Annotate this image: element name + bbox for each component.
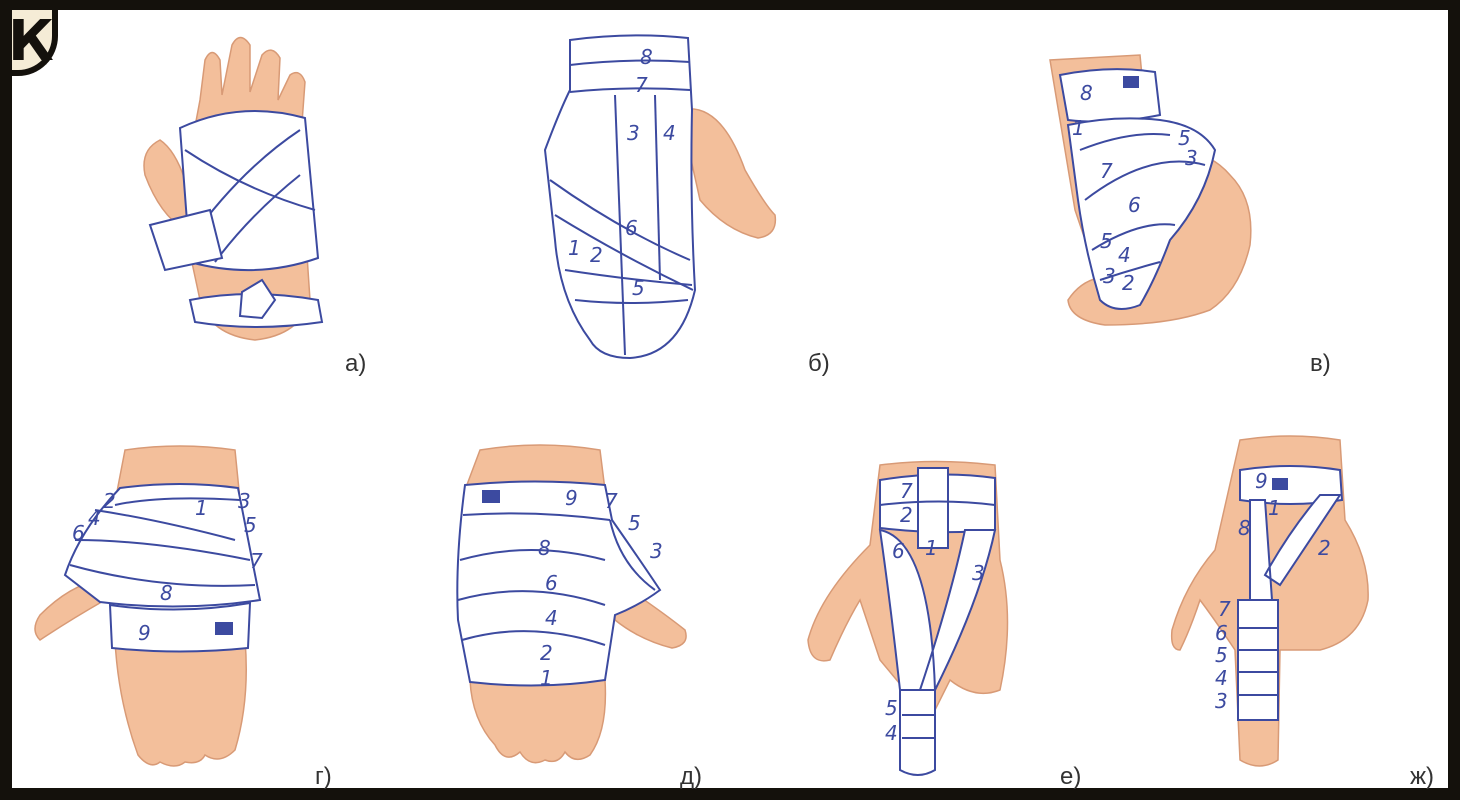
panel-b-num-5: 6 [625, 216, 638, 240]
panel-d-num-4: 3 [650, 539, 663, 563]
panel-g-fingers [115, 640, 246, 766]
panel-d-num-1: 9 [565, 486, 578, 510]
panel-zh-caption: ж) [1410, 763, 1434, 790]
panel-zh-num-6: 6 [1215, 621, 1228, 645]
panel-e-num-4: 1 [925, 536, 938, 560]
panel-g-num-3: 6 [72, 521, 85, 545]
panel-v-num-3: 7 [1100, 159, 1113, 183]
panel-zh-num-3: 8 [1238, 516, 1251, 540]
panel-zh-num-1: 9 [1255, 469, 1268, 493]
panel-b-bandage [545, 35, 695, 358]
panel-b-num-1: 8 [640, 45, 653, 69]
panel-d-num-9: 1 [540, 666, 553, 690]
panel-v-num-8: 4 [1118, 243, 1131, 267]
panel-d-num-7: 4 [545, 606, 558, 630]
panel-v-num-10: 2 [1122, 271, 1135, 295]
panel-e-num-6: 5 [885, 696, 898, 720]
panel-v-caption: в) [1310, 350, 1331, 377]
panel-zh-num-5: 7 [1218, 597, 1231, 621]
panel-e-caption: е) [1060, 763, 1081, 790]
panel-g-num-7: 7 [250, 549, 263, 573]
panel-v-num-9: 3 [1103, 264, 1116, 288]
panel-zh-bandage-finger [1238, 600, 1278, 720]
panel-g-num-5: 3 [238, 489, 251, 513]
panel-d-num-6: 6 [545, 571, 558, 595]
panel-g-caption: г) [315, 763, 332, 790]
panel-b-num-7: 2 [590, 243, 603, 267]
panel-v-num-6: 6 [1128, 193, 1141, 217]
panel-b-caption: б) [808, 350, 830, 377]
panel-d-caption: д) [680, 763, 702, 790]
panel-a-caption: а) [345, 350, 366, 377]
panel-zh-num-2: 1 [1268, 496, 1281, 520]
panel-g-num-6: 5 [244, 513, 257, 537]
panel-d-num-5: 8 [538, 536, 551, 560]
panel-d-clip [482, 490, 500, 503]
panel-v-clip [1123, 76, 1139, 88]
panel-zh: 9 1 8 2 7 6 5 4 3 ж) [1172, 436, 1434, 790]
panel-g-clip [215, 622, 233, 635]
panel-v-num-7: 5 [1100, 229, 1113, 253]
panel-g-num-9: 9 [138, 621, 151, 645]
panel-g-num-1: 2 [103, 489, 116, 513]
panel-d-fingers [470, 680, 605, 763]
panel-d-num-8: 2 [540, 641, 553, 665]
panel-b-num-2: 7 [635, 73, 648, 97]
panel-b-num-8: 5 [632, 276, 645, 300]
panel-zh-num-9: 3 [1215, 689, 1228, 713]
panel-e-num-5: 3 [972, 561, 985, 585]
panel-b-num-6: 1 [568, 236, 581, 260]
panel-v: 8 1 7 5 3 6 5 4 3 2 в) [1050, 55, 1331, 377]
panel-g-num-8: 8 [160, 581, 173, 605]
panel-zh-num-8: 4 [1215, 666, 1228, 690]
panel-a: а) [144, 38, 366, 378]
panel-d-num-2: 7 [605, 489, 618, 513]
panel-a-wrist-band [150, 210, 222, 270]
panel-zh-num-7: 5 [1215, 643, 1228, 667]
panel-b-thumb [680, 109, 775, 238]
panel-b: 8 7 3 4 6 1 2 5 б) [545, 35, 830, 377]
panel-d-num-3: 5 [628, 511, 641, 535]
panel-e-bandage-finger [900, 690, 935, 775]
panel-g: 2 4 6 1 3 5 7 8 9 г) [35, 446, 332, 790]
panel-v-num-5: 3 [1185, 146, 1198, 170]
panel-e-num-3: 6 [892, 539, 905, 563]
panel-e-num-7: 4 [885, 721, 898, 745]
panel-e-num-1: 7 [900, 479, 913, 503]
panel-b-num-4: 4 [663, 121, 676, 145]
panel-g-num-2: 4 [88, 506, 101, 530]
panel-v-num-2: 1 [1072, 116, 1085, 140]
panel-e-num-2: 2 [900, 503, 913, 527]
panel-d: 9 7 5 3 8 6 4 2 1 д) [457, 445, 702, 790]
panel-v-num-1: 8 [1080, 81, 1093, 105]
panel-zh-clip [1272, 478, 1288, 490]
panel-b-num-3: 3 [627, 121, 640, 145]
panel-v-bandage-wrist [1060, 69, 1160, 122]
panel-e: 7 2 6 1 3 5 4 е) [808, 462, 1081, 791]
panel-zh-num-4: 2 [1318, 536, 1331, 560]
panel-g-num-4: 1 [195, 496, 208, 520]
